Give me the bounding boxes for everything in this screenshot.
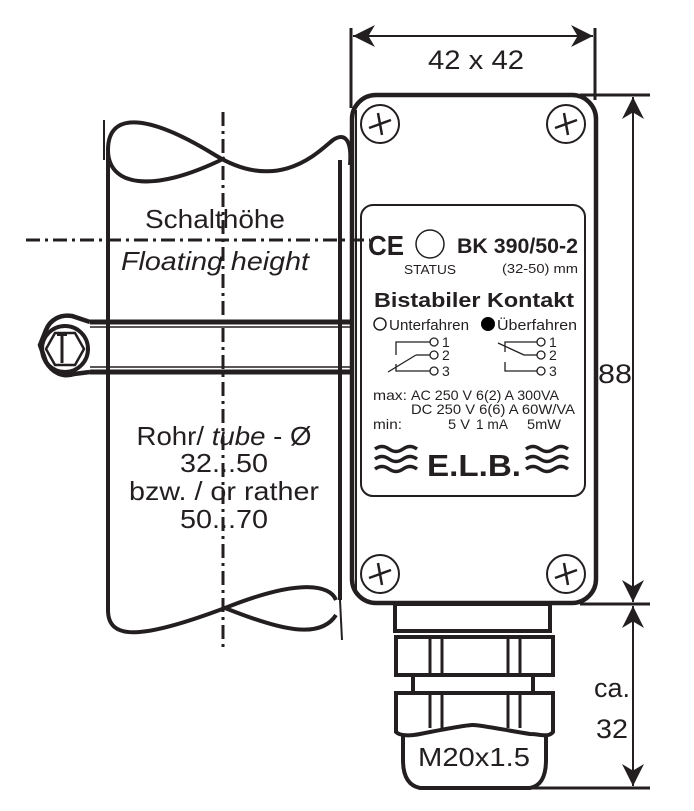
state-right-label: Überfahren (497, 316, 577, 334)
brand-logo: E.L.B. (427, 448, 521, 483)
waves-right-icon (524, 444, 570, 474)
terminal-2-left: 2 (442, 347, 450, 363)
ce-mark: CE (368, 230, 404, 261)
screw-icon (360, 554, 400, 594)
min-power: 5mW (527, 416, 562, 432)
terminal-1-right: 1 (549, 334, 557, 350)
housing (349, 92, 599, 606)
gland-height-label-ca: ca. (594, 673, 630, 703)
floating-height-en: Floating height (121, 246, 311, 276)
pipe-range: (32-50) mm (502, 261, 578, 276)
terminal-2-right: 2 (549, 347, 557, 363)
tube-range-1: 32...50 (180, 448, 268, 478)
screw-icon (546, 554, 586, 594)
clamp-strap (37, 313, 350, 378)
terminal-3-right: 3 (549, 363, 557, 379)
screw-icon (360, 104, 400, 144)
ac-rating: AC 250 V 6(2) A 300VA (411, 387, 560, 403)
height-dimension-label: 88 (598, 359, 632, 389)
gland-height-label-value: 32 (596, 714, 628, 744)
gland-thread-label: M20x1.5 (418, 742, 530, 772)
pipe (103, 112, 353, 650)
width-dimension-label: 42 x 42 (428, 45, 524, 75)
clamp-screw-icon (40, 324, 90, 374)
tube-range-2: 50...70 (180, 504, 268, 534)
terminal-1-left: 1 (442, 334, 450, 350)
model-number: BK 390/50-2 (457, 235, 578, 258)
cable-gland (393, 602, 555, 790)
contact-title: Bistabiler Kontakt (374, 290, 574, 312)
height-dimension (580, 93, 650, 606)
waves-left-icon (373, 444, 419, 474)
state-left-label: Unterfahren (389, 317, 469, 334)
width-dimension (349, 25, 597, 108)
switch-symbol-right (497, 337, 546, 376)
floating-height-de: Schalthöhe (145, 204, 285, 234)
switch-symbol-left (387, 337, 439, 376)
max-label: max: (373, 387, 407, 403)
tube-or-rather: bzw. / or rather (129, 476, 319, 506)
screw-icon (546, 104, 586, 144)
dc-rating: DC 250 V 6(6) A 60W/VA (411, 401, 576, 417)
terminal-3-left: 3 (442, 363, 450, 379)
min-voltage: 5 V (448, 416, 471, 432)
state-open-icon (373, 317, 387, 331)
status-led-icon (415, 229, 445, 259)
state-filled-icon (481, 317, 495, 331)
min-label: min: (373, 416, 402, 432)
tube-diameter-label: Rohr/ tube - Ø (137, 421, 312, 451)
status-label: STATUS (404, 262, 456, 277)
min-current: 1 mA (476, 416, 509, 432)
gland-height-dimension (520, 606, 650, 790)
label-plate (360, 204, 586, 497)
